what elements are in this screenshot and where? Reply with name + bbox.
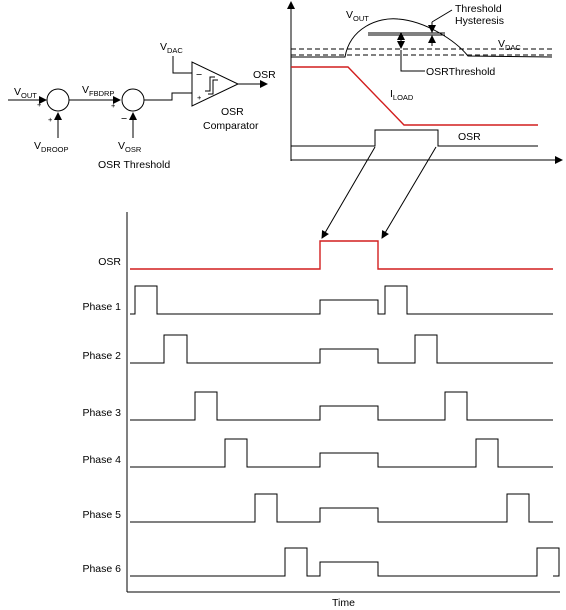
- timing-rows: OSR Phase 1 Phase 2 Phase 3 Phase 4 Phase 5 Ph…: [82, 240, 560, 577]
- comparator-name-line2: Comparator: [203, 120, 259, 132]
- sum1-plus-left-sign: +: [37, 100, 42, 109]
- timing-x-axis-label: Time: [332, 597, 355, 609]
- phase-5-trace: [130, 493, 553, 523]
- phase-2-label: Phase 2: [82, 350, 121, 362]
- block-vdac-label: VDAC: [160, 41, 183, 55]
- comparator-plus-sign: +: [197, 93, 202, 102]
- vosr-label: VOSR: [118, 140, 142, 154]
- phase-1-trace: [130, 285, 553, 315]
- phase-timing-diagram: Time OSR Phase 1 Phase 2 Phase 3 Phase 4 Phas…: [82, 212, 560, 609]
- sum1-plus-bottom-sign: +: [48, 115, 53, 124]
- phase-2-trace: [130, 334, 553, 364]
- phase-4-trace: [130, 438, 553, 468]
- sum2-minus-bottom-sign: −: [121, 113, 127, 125]
- inset-vdac-label: VDAC: [498, 38, 521, 52]
- iload-waveform: [291, 66, 538, 126]
- inset-osr-waveform: [291, 129, 538, 147]
- hysteresis-icon-inner: [208, 79, 218, 95]
- summing-junction-2: [121, 88, 145, 112]
- vout-input-label: VOUT: [14, 86, 37, 100]
- phase-3-trace: [130, 391, 553, 421]
- vdroop-label: VDROOP: [34, 140, 69, 154]
- inset-vout-label: VOUT: [346, 9, 369, 23]
- osr-row-label: OSR: [98, 256, 121, 268]
- inset-osr-threshold-label: OSRThreshold: [426, 66, 495, 78]
- block-caption: OSR Threshold: [98, 159, 170, 171]
- osr-threshold-leader: [400, 50, 425, 72]
- phase-4-label: Phase 4: [82, 454, 121, 466]
- vout-waveform: [291, 18, 553, 58]
- phase-5-label: Phase 5: [82, 509, 121, 521]
- zoom-arrow-right: [381, 146, 437, 239]
- osr-trace: [130, 240, 553, 270]
- threshold-label-line1: Threshold: [455, 3, 502, 15]
- comparator-output-label: OSR: [253, 69, 276, 81]
- threshold-label-line2: Hysteresis: [455, 15, 504, 27]
- vfbdrp-label: VFBDRP: [82, 84, 114, 98]
- zoom-arrow-left: [321, 146, 376, 239]
- iload-label: ILOAD: [390, 88, 414, 102]
- comparator-minus-sign: −: [196, 69, 202, 81]
- phase-6-label: Phase 6: [82, 563, 121, 575]
- summing-junction-1: [46, 88, 70, 112]
- phase-1-label: Phase 1: [82, 301, 121, 313]
- threshold-leader: [431, 9, 453, 23]
- osr-comparator: [191, 61, 240, 107]
- inset-osr-label: OSR: [458, 131, 481, 143]
- threshold-to-comparator-wire: [144, 92, 192, 101]
- vdac-to-comparator-wire: [172, 56, 192, 74]
- inset-waveform-plot: VOUT Threshold Hysteresis VDAC OSRThresh…: [287, 1, 563, 239]
- phase-3-label: Phase 3: [82, 407, 121, 419]
- comparator-name-line1: OSR: [221, 106, 244, 118]
- osr-threshold-block-diagram: VOUT + + VDROOP VFBDRP + − VOSR VDAC − +…: [8, 41, 276, 171]
- hysteresis-icon: [205, 76, 215, 92]
- sum2-plus-left-sign: +: [111, 101, 116, 110]
- phase-6-trace: [130, 547, 560, 577]
